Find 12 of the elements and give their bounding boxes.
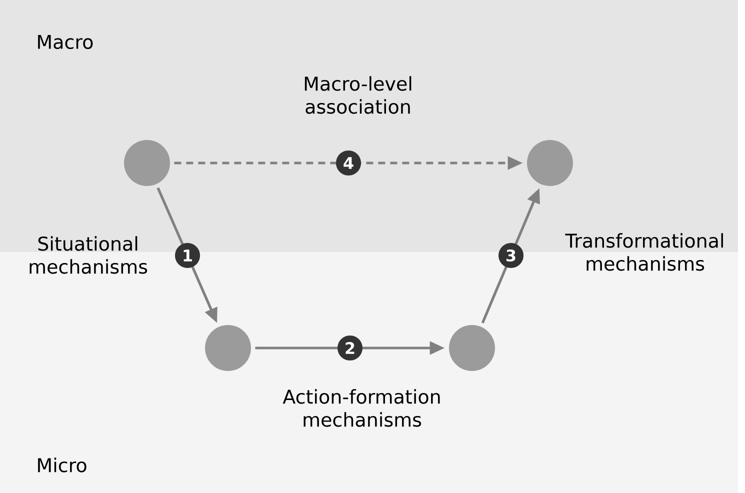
state-circle (449, 325, 495, 371)
state-circle (205, 325, 251, 371)
step-badge: 1 (175, 243, 200, 268)
mechanism-label: Situational mechanisms (30, 236, 148, 274)
step-badge: 3 (498, 243, 524, 268)
mechanism-label: Action-formation mechanisms (282, 389, 440, 427)
step-badge: 4 (336, 150, 361, 176)
mechanism-label: Transformational mechanisms (565, 233, 723, 271)
state-circle (124, 140, 170, 186)
mechanism-label: Macro-level association (304, 76, 412, 114)
state-circle (527, 140, 573, 186)
step-badge: 2 (338, 336, 362, 360)
